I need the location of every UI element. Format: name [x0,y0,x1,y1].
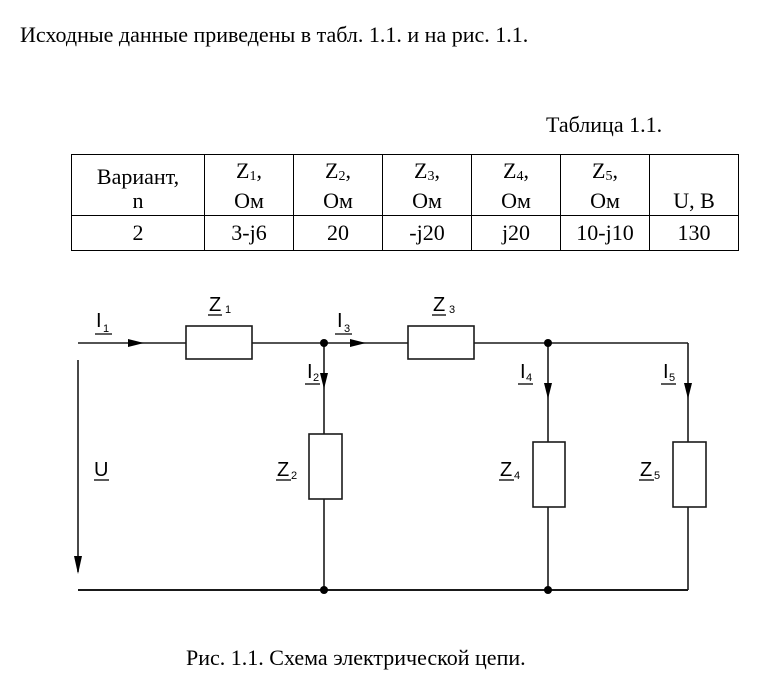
node-junction-3 [320,586,328,594]
label-main: Z [500,459,512,481]
label-main: I [337,310,343,332]
header-variant: Вариант, n [71,154,205,216]
header-symbol: Z [503,158,517,183]
header-suffix: , [345,158,351,183]
source-data-table: Вариант, n Z1, Ом Z2, Ом Z3, Ом Z4, Ом Z… [71,154,739,251]
cell-z5: 10-j10 [560,215,650,251]
header-suffix: , [434,158,440,183]
nodes [320,339,552,594]
header-subscript: 3 [427,169,435,184]
header-unit: Ом [234,188,264,213]
header-z2: Z2, Ом [293,154,383,216]
arrow-u-icon [74,556,82,574]
label-u: U [94,459,109,481]
header-symbol: Z [414,158,428,183]
label-z1: Z 1 [208,294,231,316]
header-symbol: Z [592,158,606,183]
header-subscript: 1 [249,169,257,184]
label-sub: 5 [669,372,675,384]
header-z1: Z1, Ом [204,154,294,216]
cell-z3: -j20 [382,215,472,251]
arrow-i2-icon [320,373,328,389]
header-line1: Вариант, [96,164,180,189]
label-main: Z [209,294,221,316]
header-suffix: , [256,158,262,183]
label-main: U [94,459,108,481]
impedance-z2 [308,433,343,500]
header-z4: Z4, Ом [471,154,561,216]
wires [77,342,689,591]
label-sub: 1 [225,304,231,316]
figure-caption: Рис. 1.1. Схема электрической цепи. [186,645,526,670]
header-subscript: 5 [605,169,613,184]
label-sub: 2 [313,372,319,384]
label-main: Z [640,459,652,481]
label-sub: 3 [344,323,350,335]
labels: I 1 Z 1 I 3 Z 3 I 2 I 4 I [94,294,676,482]
arrow-i5-icon [684,383,692,399]
current-arrows [74,339,692,574]
header-z5: Z5, Ом [560,154,650,216]
node-junction-2 [544,339,552,347]
header-voltage: U, В [649,154,739,216]
cell-voltage: 130 [649,215,739,251]
header-unit: U, В [673,188,715,213]
label-main: I [663,361,669,383]
label-sub: 1 [103,323,109,335]
label-sub: 4 [526,372,532,384]
impedance-z4 [532,441,566,508]
label-sub: 3 [449,304,455,316]
label-i2: I 2 [305,361,320,385]
header-suffix: , [523,158,529,183]
label-i4: I 4 [518,361,533,385]
arrow-i4-icon [544,383,552,399]
header-z3: Z3, Ом [382,154,472,216]
table-caption: Таблица 1.1. [546,112,663,137]
arrow-i3-icon [350,339,366,347]
label-sub: 4 [514,470,520,482]
table-row: 2 3-j6 20 -j20 j20 10-j10 130 [71,215,739,251]
header-subscript: 4 [516,169,524,184]
header-unit: Ом [323,188,353,213]
cell-variant: 2 [71,215,205,251]
label-main: Z [433,294,445,316]
header-unit: Ом [590,188,620,213]
label-z4: Z 4 [499,459,520,482]
arrow-i1-icon [128,339,144,347]
header-line2: n [132,188,144,213]
label-main: I [520,361,526,383]
label-z3: Z 3 [432,294,455,316]
label-main: I [96,310,102,332]
label-sub: 2 [291,470,297,482]
node-junction-1 [320,339,328,347]
node-junction-4 [544,586,552,594]
impedances [185,325,707,508]
label-main: Z [277,459,289,481]
label-i1: I 1 [95,310,112,335]
impedance-z3 [407,325,475,360]
intro-paragraph: Исходные данные приведены в табл. 1.1. и… [20,22,529,47]
label-main: I [307,361,313,383]
header-symbol: Z [236,158,250,183]
header-unit: Ом [412,188,442,213]
label-sub: 5 [654,470,660,482]
label-z2: Z 2 [276,459,297,482]
label-i3: I 3 [335,310,352,335]
cell-z4: j20 [471,215,561,251]
cell-z2: 20 [293,215,383,251]
impedance-z1 [185,325,253,360]
header-unit: Ом [501,188,531,213]
header-symbol: Z [325,158,339,183]
table-header-row: Вариант, n Z1, Ом Z2, Ом Z3, Ом Z4, Ом Z… [71,154,739,216]
header-subscript: 2 [338,169,346,184]
header-suffix: , [612,158,618,183]
label-z5: Z 5 [639,459,660,482]
impedance-z5 [672,441,707,508]
label-i5: I 5 [661,361,676,385]
